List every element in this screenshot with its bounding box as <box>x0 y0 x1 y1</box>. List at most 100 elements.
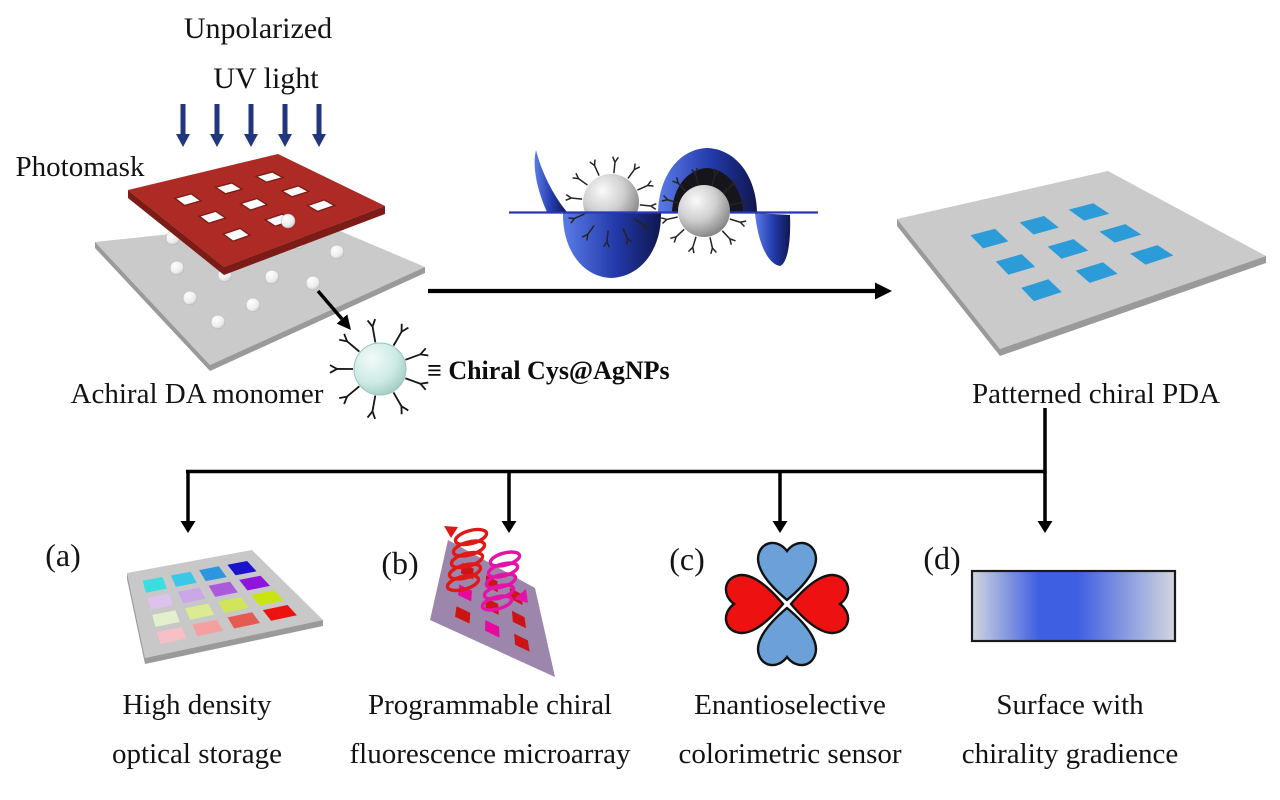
ligand-branch <box>642 225 647 232</box>
ligand-spike <box>593 165 600 176</box>
ligand-spike <box>667 199 679 204</box>
ligand-spike <box>709 237 714 249</box>
coil-loop <box>488 550 522 568</box>
ligand-branch <box>740 198 747 204</box>
ligand-branch <box>729 238 736 242</box>
photomask-holes <box>173 171 337 242</box>
coil-arrow-head <box>514 589 528 603</box>
caption-c-line2: colorimetric sensor <box>678 738 902 770</box>
arrow-head <box>176 134 190 147</box>
arrow-head <box>180 521 196 533</box>
storage-square <box>147 593 174 610</box>
pda-top-face <box>897 171 1266 349</box>
ligand-spike <box>637 184 648 191</box>
photomask-left-edge <box>128 190 224 275</box>
storage-square <box>227 561 257 576</box>
photomask-hole <box>254 171 285 183</box>
storage-square <box>157 626 187 644</box>
ligand-branch <box>661 199 668 202</box>
storage-square <box>142 577 167 593</box>
caption-b-line2: fluorescence microarray <box>349 738 631 770</box>
photomask-front-edge <box>224 206 385 275</box>
ligand-branch <box>660 217 668 221</box>
pda-square <box>1019 216 1059 235</box>
fluorescence-square <box>485 620 500 638</box>
ligand-branch <box>675 177 679 184</box>
ligand-branch <box>329 364 338 370</box>
arrow-head <box>278 134 292 147</box>
substrate-left-edge <box>95 242 210 371</box>
storage-square <box>239 575 270 591</box>
uv-light-arrows <box>176 104 326 147</box>
substrate-front-edge <box>210 267 425 371</box>
fluorescence-square <box>514 633 530 652</box>
ligand-branch <box>713 168 716 175</box>
ligand-branch <box>602 241 608 248</box>
ligand-branch <box>419 383 427 391</box>
storage-square <box>192 619 224 637</box>
photomask-hole <box>280 185 311 198</box>
arrow-shaft <box>316 289 344 321</box>
caption-a-line1: High density <box>122 689 272 721</box>
storage-plate <box>127 550 323 664</box>
ligand-branch <box>371 318 376 327</box>
ligand-branch <box>650 202 657 207</box>
ligand-branch <box>366 410 374 419</box>
ligand-branch <box>694 167 698 175</box>
heart-clover-icon <box>724 541 850 667</box>
ligand-branch <box>672 180 679 184</box>
ligand-branch <box>586 234 589 241</box>
ligand-spike <box>639 204 651 207</box>
ligand-spike <box>346 340 360 353</box>
ligand-spike <box>675 228 685 238</box>
ligand-spike <box>634 218 644 226</box>
ligand-branch <box>673 236 677 243</box>
ligand-branch <box>714 169 721 176</box>
ligand-branch <box>626 237 633 243</box>
storage-front-edge <box>145 620 323 664</box>
uv-label-line2: UV light <box>213 62 319 95</box>
pda-square <box>1099 224 1142 243</box>
ligand-branch <box>710 247 714 255</box>
ligand-spike <box>606 230 609 242</box>
pda-square <box>1075 262 1118 283</box>
arrow-head <box>1037 521 1053 533</box>
storage-square <box>152 610 180 627</box>
photomask-hole <box>173 193 203 207</box>
ligand-spike <box>721 230 731 240</box>
nanoparticle-label: ≡ Chiral Cys@AgNPs <box>427 356 670 385</box>
ligand-spike <box>392 391 403 407</box>
pda-left-edge <box>897 219 1000 356</box>
ligand-branch <box>606 241 611 248</box>
ligand-spike <box>371 326 377 343</box>
ligand-spike <box>622 228 629 239</box>
ligand-spike <box>711 174 716 186</box>
storage-square <box>185 603 215 620</box>
tag-a: (a) <box>45 537 81 573</box>
helix-bowl-1 <box>562 212 662 278</box>
ligand-spike <box>627 169 635 179</box>
storage-square <box>218 597 249 613</box>
chiral-coil-icons <box>444 526 528 612</box>
ligand-branch <box>572 177 579 180</box>
photomask-plate <box>128 154 385 275</box>
ligand-branch <box>740 201 748 205</box>
ligand-branch <box>343 396 348 405</box>
ligand-branch <box>670 236 677 240</box>
storage-square <box>208 581 238 597</box>
monomer-sphere <box>210 314 226 330</box>
ligand-spike <box>587 225 595 235</box>
ligand-branch <box>739 221 746 228</box>
ligand-spike <box>666 216 678 221</box>
fluorescence-square <box>511 610 527 629</box>
ligand-branch <box>646 180 652 187</box>
ligand-branch <box>575 172 580 179</box>
caption-a-line2: optical storage <box>112 738 282 770</box>
uv-label-line1: Unpolarized <box>183 12 333 45</box>
substrate-plate <box>95 219 425 371</box>
photomask-hole <box>214 182 244 195</box>
ligand-spike <box>723 184 733 194</box>
coil-loop <box>449 550 485 570</box>
arrow-head <box>875 282 892 300</box>
